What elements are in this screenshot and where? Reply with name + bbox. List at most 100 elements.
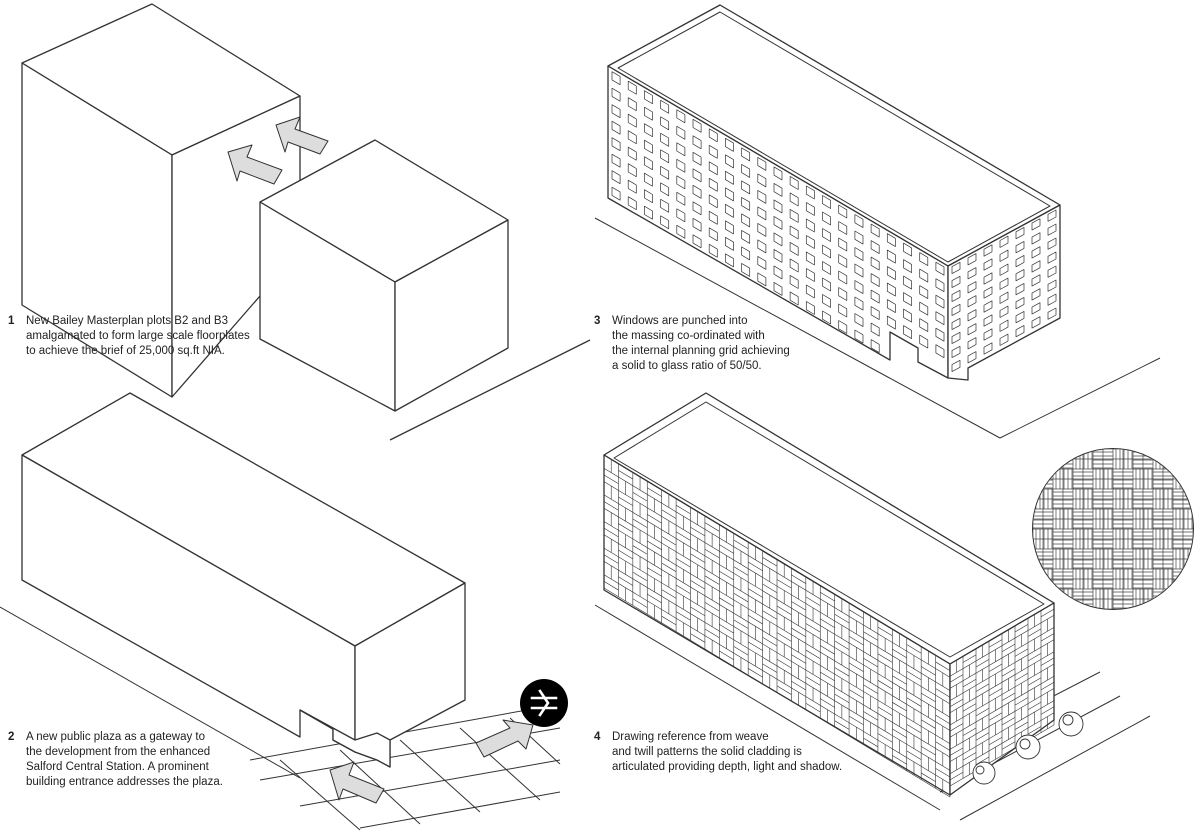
- window: [886, 282, 896, 297]
- weave-strand: [1027, 653, 1042, 662]
- weave-strand: [762, 663, 778, 673]
- ground-line: [389, 339, 591, 441]
- weave-strand: [892, 675, 907, 685]
- weave-strand: [733, 619, 749, 629]
- window: [870, 240, 880, 254]
- window: [983, 328, 993, 341]
- window: [838, 254, 848, 268]
- weave-strand: [748, 668, 763, 678]
- weave-strand: [776, 632, 792, 642]
- weave-strand: [748, 561, 763, 571]
- window: [999, 333, 1009, 346]
- window: [805, 218, 815, 233]
- window: [822, 195, 831, 209]
- window: [805, 251, 815, 266]
- window: [757, 272, 767, 287]
- weave-strand: [603, 507, 951, 718]
- weave-strand: [877, 653, 893, 663]
- caption-3: 3 Windows are punched into the massing c…: [594, 314, 790, 374]
- caption-number: 3: [594, 315, 601, 327]
- weave-strand: [603, 474, 619, 484]
- window: [822, 294, 831, 308]
- window: [951, 289, 961, 302]
- window: [1015, 241, 1025, 254]
- weave-strand: [675, 611, 691, 621]
- weave-strand: [863, 684, 879, 694]
- window: [1047, 293, 1057, 306]
- window: [741, 230, 751, 244]
- weave-strand: [975, 659, 990, 668]
- window: [660, 116, 670, 131]
- caption-line: a solid to glass ratio of 50/50.: [612, 360, 762, 372]
- window: [805, 268, 815, 282]
- caption-number: 1: [8, 315, 15, 327]
- window: [967, 253, 977, 266]
- weave-strand: [762, 557, 778, 567]
- weave-strand: [962, 654, 977, 663]
- window: [692, 168, 702, 183]
- window: [967, 281, 977, 294]
- ground-line: [594, 217, 1001, 439]
- weave-strand: [1040, 608, 1055, 617]
- window: [773, 265, 783, 280]
- weave-strand: [949, 700, 1055, 762]
- national-rail-icon: [520, 679, 568, 727]
- weave-strand: [892, 755, 907, 765]
- weave-strand: [892, 728, 907, 738]
- weave-cladding-front: [603, 454, 951, 798]
- caption-number: 2: [8, 731, 15, 743]
- window: [708, 227, 718, 242]
- weave-strand: [949, 627, 1055, 689]
- weave-strand: [603, 468, 951, 678]
- caption-number: 4: [594, 731, 601, 743]
- window: [1047, 279, 1057, 292]
- weave-strand: [935, 688, 951, 698]
- window: [757, 157, 767, 171]
- weave-strand: [848, 636, 864, 646]
- window: [741, 263, 751, 277]
- window: [951, 331, 961, 344]
- window: [951, 303, 961, 316]
- window: [725, 253, 734, 268]
- weave-strand: [675, 584, 691, 594]
- window: [1031, 218, 1041, 231]
- window: [708, 144, 718, 159]
- weave-strand: [949, 602, 1055, 665]
- weave-strand: [603, 521, 951, 731]
- window: [660, 165, 670, 180]
- weave-strand: [690, 580, 706, 590]
- window: [692, 135, 702, 150]
- caption-line: the development from the enhanced: [26, 746, 211, 758]
- weave-strand: [704, 628, 720, 638]
- window: [789, 258, 799, 273]
- weave-strand: [690, 633, 706, 643]
- window: [644, 106, 653, 121]
- panel-4-massing: [594, 392, 1151, 821]
- caption-line: the massing co-ordinated with: [612, 330, 765, 342]
- weave-strand: [834, 640, 850, 650]
- weave-strand: [647, 593, 662, 604]
- window: [951, 359, 961, 372]
- window: [676, 142, 686, 157]
- window: [789, 192, 799, 207]
- weave-strand: [1040, 682, 1055, 691]
- window: [983, 258, 993, 271]
- window: [773, 216, 783, 230]
- ground-line: [999, 357, 1161, 439]
- weave-strand: [733, 566, 749, 576]
- weave-strand: [921, 692, 936, 703]
- window: [967, 337, 977, 350]
- weave-strand: [690, 553, 706, 563]
- window: [983, 342, 993, 355]
- window: [773, 166, 783, 181]
- window-grid-side: [951, 209, 1057, 372]
- weave-strand: [988, 688, 1003, 697]
- window: [757, 173, 767, 188]
- weave-strand: [603, 501, 619, 511]
- weave-strand: [848, 662, 864, 672]
- window: [1015, 255, 1025, 268]
- weave-strand: [962, 752, 977, 761]
- weave-strand: [748, 588, 763, 598]
- weave-strand: [632, 598, 648, 608]
- window: [660, 215, 670, 230]
